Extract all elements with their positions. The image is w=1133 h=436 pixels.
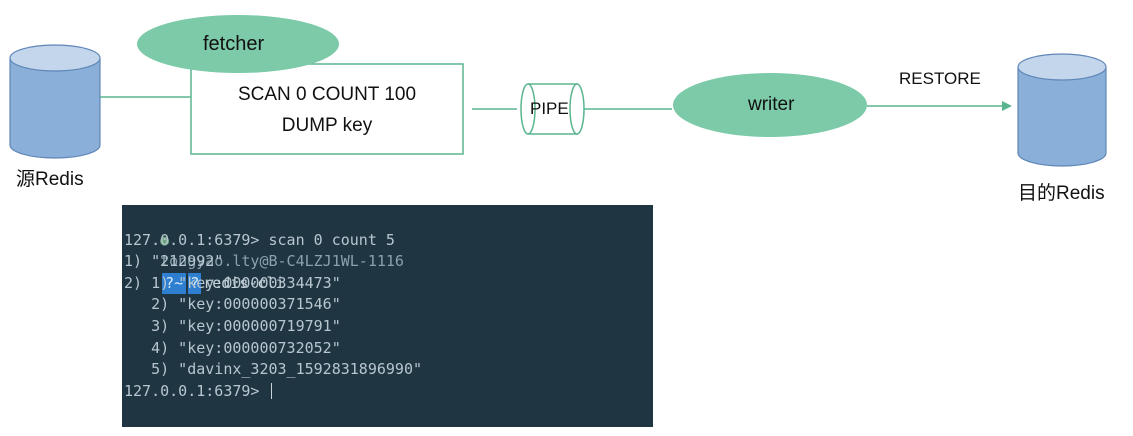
box-line-1: SCAN 0 COUNT 100 — [237, 84, 417, 105]
terminal-line: 2) 1) "key:000000334473" — [124, 273, 341, 292]
user-host: tongyao.lty@B-C4LZJ1WL-1116 — [160, 252, 404, 271]
pipe-label: PIPE — [530, 99, 569, 118]
restore-label: RESTORE — [899, 69, 981, 88]
terminal-title-line: ● tongyao.lty@B-C4LZJ1WL-1116 ?~?redis-c… — [124, 208, 653, 295]
flow-diagram — [9, 15, 1107, 167]
box-line-2: DUMP key — [281, 115, 373, 136]
terminal-line: 5) "davinx_3203_1592831896990" — [124, 360, 423, 379]
pipe-icon — [520, 83, 585, 135]
terminal-window[interactable]: ● tongyao.lty@B-C4LZJ1WL-1116 ?~?redis-c… — [122, 205, 653, 427]
terminal-line: 3) "key:000000719791" — [124, 316, 341, 335]
command-icon: ? — [188, 272, 202, 295]
terminal-line: 2) "key:000000371546" — [124, 295, 341, 314]
directory-tag: ?~ — [162, 272, 187, 295]
terminal-cursor — [270, 383, 272, 400]
fetcher-label: fetcher — [203, 33, 265, 55]
writer-ellipse — [673, 73, 867, 137]
source-redis-cylinder-icon — [9, 44, 101, 159]
arrow-head-icon — [1002, 101, 1012, 111]
command-name: redis-cli — [203, 273, 285, 292]
target-redis-label: 目的Redis — [1018, 183, 1105, 204]
fetcher-ellipse — [137, 15, 339, 73]
terminal-prompt: 127.0.0.1:6379> — [124, 381, 269, 400]
target-redis-cylinder-icon — [1017, 53, 1107, 167]
writer-label: writer — [748, 94, 795, 115]
folder-icon: ? — [165, 273, 175, 292]
terminal-prompt-line[interactable]: 127.0.0.1:6379> — [124, 381, 653, 403]
terminal-line: 4) "key:000000732052" — [124, 338, 341, 357]
fetcher-box — [190, 63, 464, 155]
source-redis-label: 源Redis — [16, 169, 84, 190]
prompt-dot-icon: ● — [160, 230, 170, 249]
terminal-line: 1) "212992" — [124, 252, 224, 271]
terminal-line: 127.0.0.1:6379> scan 0 count 5 — [124, 230, 395, 249]
